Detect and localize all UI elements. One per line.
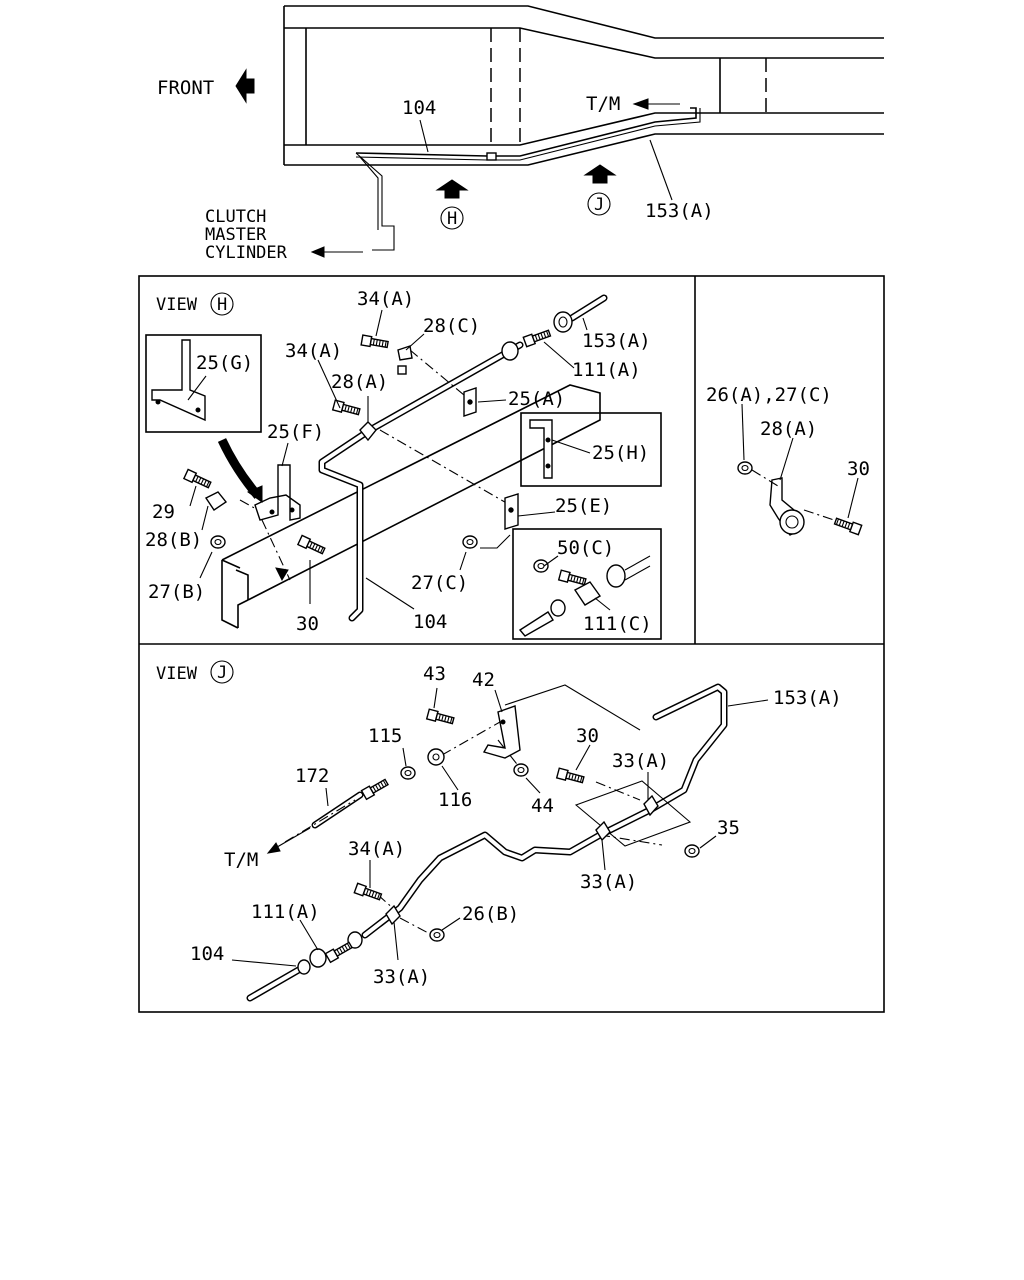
side-label-28a: 28(A): [760, 418, 817, 440]
view-h-panel: VIEW H: [145, 288, 662, 640]
label-29: 29: [152, 501, 175, 523]
view-h-circle: H: [217, 295, 227, 315]
label-104: 104: [413, 611, 447, 633]
side-label-26a-27c: 26(A),27(C): [706, 384, 832, 406]
frame-overview: [283, 5, 884, 258]
label-27b: 27(B): [148, 581, 205, 603]
label-30-j: 30: [576, 725, 599, 747]
label-111c: 111(C): [583, 613, 652, 635]
label-28a: 28(A): [331, 371, 388, 393]
label-25a: 25(A): [508, 388, 565, 410]
label-44: 44: [531, 795, 554, 817]
clutch-master-cylinder-label: CLUTCH MASTER CYLINDER: [205, 207, 288, 263]
label-115: 115: [368, 725, 402, 747]
side-label-30: 30: [847, 458, 870, 480]
label-111a-j: 111(A): [251, 901, 320, 923]
label-111a: 111(A): [572, 359, 641, 381]
label-43: 43: [423, 663, 446, 685]
label-25g: 25(G): [196, 352, 253, 374]
label-33a-mid: 33(A): [580, 871, 637, 893]
label-33a-bot: 33(A): [373, 966, 430, 988]
view-h-title: VIEW: [156, 295, 198, 315]
label-25f: 25(F): [267, 421, 324, 443]
view-j-circle: J: [217, 663, 227, 683]
overview-153a-label: 153(A): [645, 200, 714, 222]
view-j-panel: VIEW J: [156, 660, 842, 1002]
label-34a-top: 34(A): [357, 288, 414, 310]
label-27c: 27(C): [411, 572, 468, 594]
label-153a-j: 153(A): [773, 687, 842, 709]
label-116: 116: [438, 789, 472, 811]
label-26b: 26(B): [462, 903, 519, 925]
front-label: FRONT: [157, 77, 214, 99]
label-104-j: 104: [190, 943, 224, 965]
label-30: 30: [296, 613, 319, 635]
label-50c: 50(C): [557, 537, 614, 559]
label-28c: 28(C): [423, 315, 480, 337]
view-j-arrow-icon: [583, 164, 617, 216]
side-detail-panel: 26(A),27(C) 28(A) 30: [706, 384, 870, 536]
front-arrow-icon: [235, 68, 255, 104]
view-h-arrow-icon: [435, 179, 469, 230]
overview-tm-label: T/M: [586, 93, 620, 115]
view-j-title: VIEW: [156, 664, 198, 684]
label-25h: 25(H): [592, 442, 649, 464]
overview-104-label: 104: [402, 97, 436, 119]
label-34a-left: 34(A): [285, 340, 342, 362]
label-28b: 28(B): [145, 529, 202, 551]
label-153a: 153(A): [582, 330, 651, 352]
label-25e: 25(E): [555, 495, 612, 517]
label-tm-j: T/M: [224, 849, 258, 871]
label-42: 42: [472, 669, 495, 691]
label-33a-top: 33(A): [612, 750, 669, 772]
label-35: 35: [717, 817, 740, 839]
label-172: 172: [295, 765, 329, 787]
overview-view-j-label: J: [594, 195, 604, 215]
label-34a-j: 34(A): [348, 838, 405, 860]
overview-view-h-label: H: [447, 209, 457, 229]
